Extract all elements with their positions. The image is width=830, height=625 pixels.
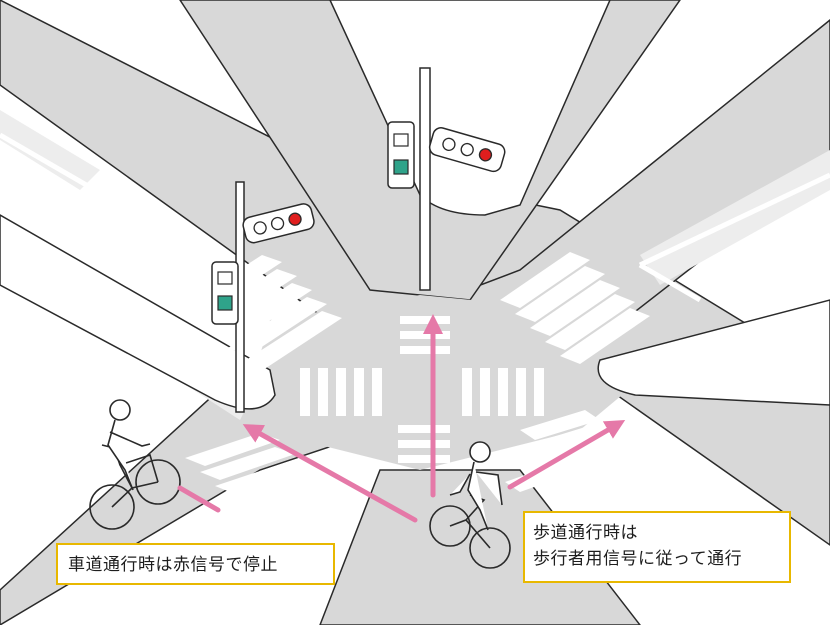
arrow-left xyxy=(242,424,418,523)
crosswalk-center-bottom xyxy=(398,425,450,463)
bicycle-wheel-front-west xyxy=(135,459,181,505)
direction-arrows xyxy=(177,314,626,523)
crosswalk-southwest xyxy=(185,433,340,522)
cyclist-west-icon xyxy=(89,399,181,530)
signal-pole-north xyxy=(419,67,431,291)
sidewalk-corner-east xyxy=(597,299,830,406)
sidewalk-corner-west xyxy=(0,214,276,410)
bicycle-wheel-front-center xyxy=(469,527,511,569)
crosswalk-center-right xyxy=(462,368,544,416)
pedestrian-signal-west-icon xyxy=(211,261,239,325)
callout-roadway-text: 車道通行時は赤信号で停止 xyxy=(68,555,278,575)
callout-sidewalk-line2: 歩行者用信号に従って通行 xyxy=(533,549,743,569)
callout-sidewalk-rule: 歩道通行時は 歩行者用信号に従って通行 xyxy=(523,511,791,583)
crosswalk-center-left xyxy=(300,368,382,416)
callout-roadway-rule: 車道通行時は赤信号で停止 xyxy=(56,543,335,585)
traffic-light-north xyxy=(387,67,506,291)
arrow-right xyxy=(507,419,626,490)
crosswalk-center-top xyxy=(400,316,450,354)
vehicle-signal-west-icon xyxy=(242,203,315,244)
crosswalk-east xyxy=(500,252,650,364)
cyclist-center-icon xyxy=(429,441,511,569)
lane-line-east xyxy=(638,172,830,268)
bicycle-wheel-rear-west xyxy=(89,484,135,530)
lane-line-west xyxy=(0,132,192,248)
vehicle-signal-north-icon xyxy=(428,127,506,173)
stop-line-east xyxy=(638,262,702,303)
pedestrian-signal-north-icon xyxy=(387,121,415,189)
bicycle-wheel-rear-center xyxy=(429,505,471,547)
traffic-light-west xyxy=(211,181,315,413)
stop-marker-line xyxy=(177,485,221,513)
road-south xyxy=(319,469,641,625)
shoulder-west-upper xyxy=(0,110,100,190)
callout-sidewalk-line1: 歩道通行時は xyxy=(533,523,638,543)
